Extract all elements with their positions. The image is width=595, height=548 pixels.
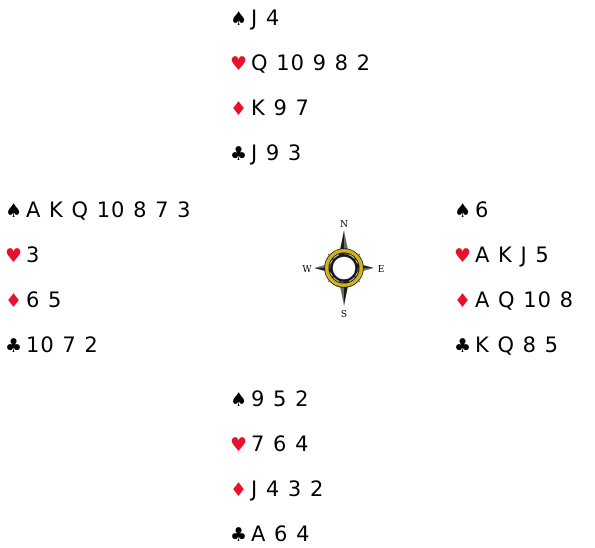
diamond-icon: ♦ [230, 479, 249, 501]
compass-west-label: W [302, 265, 312, 275]
south-hearts-row: ♥7 6 4 [230, 431, 309, 457]
compass-south-label: S [341, 310, 347, 318]
south-hearts-cards: 7 6 4 [251, 432, 310, 456]
east-diamonds-row: ♦A Q 10 8 [454, 287, 574, 313]
heart-icon: ♥ [230, 53, 249, 75]
club-icon: ♣ [454, 335, 473, 357]
spade-icon: ♠ [454, 200, 473, 222]
heart-icon: ♥ [5, 245, 24, 267]
north-spades-row: ♠J 4 [230, 5, 280, 31]
west-diamonds-cards: 6 5 [26, 288, 63, 312]
south-spades-row: ♠9 5 2 [230, 386, 309, 412]
compass-east-label: E [378, 265, 385, 275]
club-icon: ♣ [230, 524, 249, 546]
west-spades-cards: A K Q 10 8 7 3 [26, 198, 192, 222]
north-diamonds-cards: K 9 7 [251, 96, 310, 120]
west-clubs-row: ♣10 7 2 [5, 332, 99, 358]
east-clubs-row: ♣K Q 8 5 [454, 332, 559, 358]
diamond-icon: ♦ [454, 290, 473, 312]
east-clubs-cards: K Q 8 5 [475, 333, 560, 357]
spade-icon: ♠ [230, 8, 249, 30]
club-icon: ♣ [230, 143, 249, 165]
south-spades-cards: 9 5 2 [251, 387, 310, 411]
north-clubs-row: ♣J 9 3 [230, 140, 302, 166]
east-hearts-row: ♥A K J 5 [454, 242, 550, 268]
compass-rose-icon: N S W E [284, 218, 404, 318]
club-icon: ♣ [5, 335, 24, 357]
east-diamonds-cards: A Q 10 8 [475, 288, 575, 312]
heart-icon: ♥ [230, 434, 249, 456]
spade-icon: ♠ [230, 389, 249, 411]
north-spades-cards: J 4 [251, 6, 281, 30]
compass-north-label: N [340, 220, 348, 230]
north-hearts-row: ♥Q 10 9 8 2 [230, 50, 371, 76]
diamond-icon: ♦ [5, 290, 24, 312]
north-hearts-cards: Q 10 9 8 2 [251, 51, 372, 75]
diamond-icon: ♦ [230, 98, 249, 120]
east-spades-cards: 6 [475, 198, 490, 222]
heart-icon: ♥ [454, 245, 473, 267]
west-hearts-row: ♥3 [5, 242, 40, 268]
south-clubs-cards: A 6 4 [251, 522, 311, 546]
west-diamonds-row: ♦6 5 [5, 287, 62, 313]
north-diamonds-row: ♦K 9 7 [230, 95, 310, 121]
west-clubs-cards: 10 7 2 [26, 333, 99, 357]
north-clubs-cards: J 9 3 [251, 141, 303, 165]
east-hearts-cards: A K J 5 [475, 243, 550, 267]
south-clubs-row: ♣A 6 4 [230, 521, 310, 547]
west-hearts-cards: 3 [26, 243, 41, 267]
west-spades-row: ♠A K Q 10 8 7 3 [5, 197, 192, 223]
spade-icon: ♠ [5, 200, 24, 222]
east-spades-row: ♠6 [454, 197, 489, 223]
south-diamonds-cards: J 4 3 2 [251, 477, 325, 501]
south-diamonds-row: ♦J 4 3 2 [230, 476, 324, 502]
